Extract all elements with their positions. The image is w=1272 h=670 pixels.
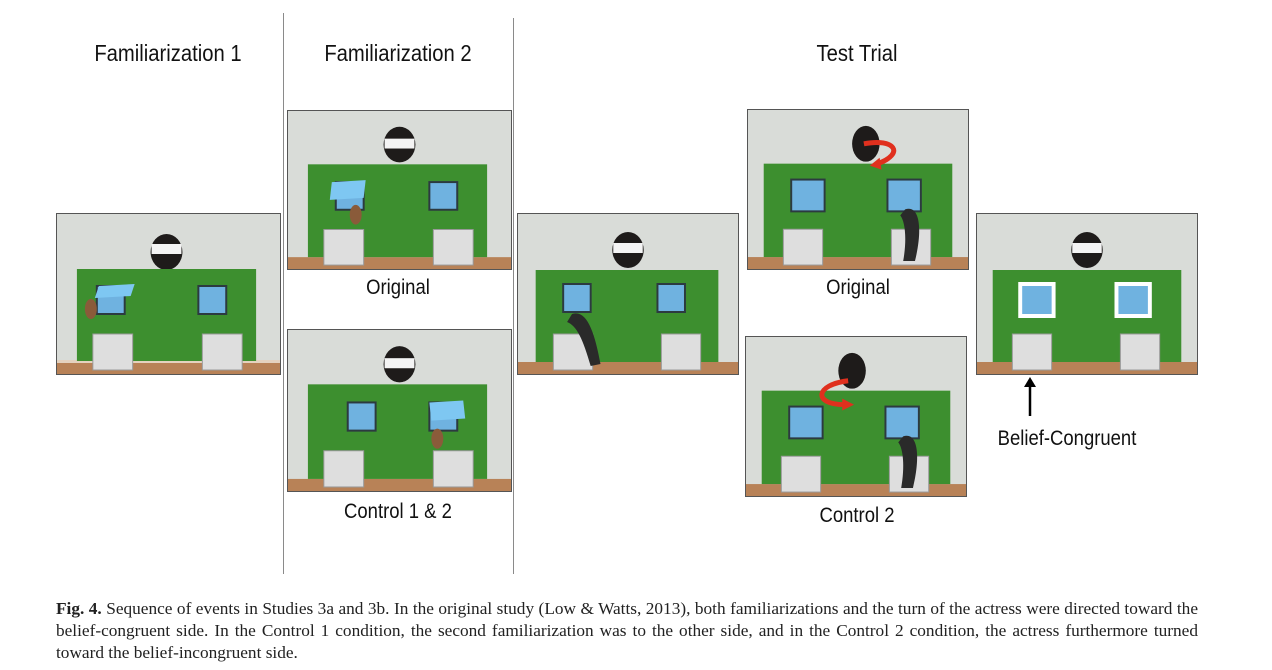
- label-fam2-original: Original: [366, 276, 430, 299]
- photo-familiarization-2-original: [287, 110, 512, 270]
- up-arrow-icon: [1024, 377, 1036, 416]
- photo-belief-congruent: [976, 213, 1198, 375]
- photo-test-trial-original: [747, 109, 969, 270]
- photo-test-trial-start: [517, 213, 739, 375]
- label-test-control-2: Control 2: [819, 504, 895, 527]
- photo-familiarization-2-control: [287, 329, 512, 492]
- label-test-original: Original: [826, 276, 890, 299]
- figure-label: Fig. 4.: [56, 599, 102, 618]
- label-belief-congruent: Belief-Congruent: [997, 427, 1137, 450]
- column-divider-1: [283, 13, 284, 574]
- figure-caption: Fig. 4. Sequence of events in Studies 3a…: [56, 598, 1198, 664]
- column-divider-2: [513, 18, 514, 574]
- label-fam2-control: Control 1 & 2: [344, 500, 452, 523]
- familiarization-1-title: Familiarization 1: [94, 40, 242, 66]
- photo-test-trial-control-2: [745, 336, 967, 497]
- caption-text: Sequence of events in Studies 3a and 3b.…: [56, 599, 1198, 662]
- familiarization-2-title: Familiarization 2: [324, 40, 472, 66]
- photo-familiarization-1: [56, 213, 281, 375]
- test-trial-title: Test Trial: [816, 40, 898, 66]
